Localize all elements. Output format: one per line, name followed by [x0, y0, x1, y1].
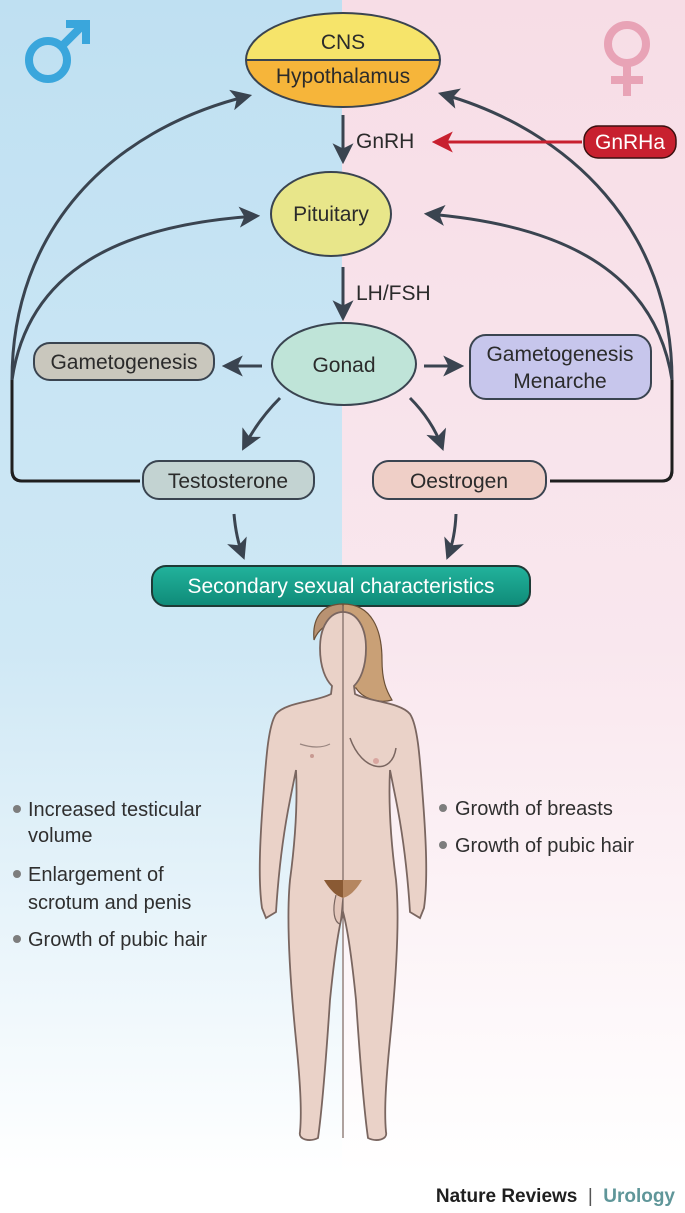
male-effect-2-line-1: Enlargement of — [28, 864, 164, 886]
cns-hypothalamus-node: CNS Hypothalamus — [245, 12, 441, 108]
body-illustration — [258, 603, 428, 1141]
male-effects-list: Increased testicular volume Enlargement … — [13, 799, 207, 951]
female-effects-list: Growth of breasts Growth of pubic hair — [439, 798, 634, 857]
gonad-label: Gonad — [312, 354, 375, 377]
testosterone-label: Testosterone — [168, 470, 288, 493]
lh-fsh-label: LH/FSH — [356, 282, 431, 305]
oestrogen-to-secondary-arrow — [444, 513, 464, 560]
cns-label: CNS — [321, 31, 365, 54]
menarche-label: Menarche — [513, 370, 606, 393]
secondary-label: Secondary sexual characteristics — [188, 575, 495, 598]
gametogenesis-male-node: Gametogenesis — [33, 342, 215, 381]
gonad-to-testosterone-arrow — [242, 396, 282, 451]
female-symbol-icon — [604, 21, 650, 96]
pituitary-node: Pituitary — [270, 171, 392, 257]
testosterone-to-secondary-arrow — [227, 513, 247, 560]
feedback-loop-right-inner — [423, 204, 674, 381]
gnrha-node: GnRHa — [583, 125, 677, 159]
male-symbol-icon — [25, 20, 90, 83]
pituitary-label: Pituitary — [293, 203, 369, 226]
gonad-node: Gonad — [271, 322, 417, 406]
feedback-loop-left-inner — [10, 206, 261, 381]
testosterone-node: Testosterone — [142, 460, 315, 500]
oestrogen-node: Oestrogen — [372, 460, 547, 500]
gametogenesis-menarche-female-node: Gametogenesis Menarche — [469, 334, 652, 400]
female-effect-2: Growth of pubic hair — [455, 835, 634, 857]
footer-journal: Urology — [603, 1186, 675, 1207]
gnrha-label: GnRHa — [595, 131, 665, 154]
gonad-to-oestrogen-arrow — [408, 396, 447, 451]
male-effect-3: Growth of pubic hair — [28, 929, 207, 951]
footer-separator: | — [588, 1186, 593, 1207]
gametogenesis-female-label: Gametogenesis — [486, 343, 633, 366]
svg-text:Nature Reviews | U: Nature Reviews | Urology — [436, 1186, 676, 1207]
footer-brand: Nature Reviews — [436, 1186, 578, 1207]
male-effect-2-line-2: scrotum and penis — [28, 892, 191, 914]
female-effect-1: Growth of breasts — [455, 798, 613, 820]
footer-credit: Nature Reviews | Urology — [436, 1186, 676, 1207]
male-effect-1-line-2: volume — [28, 825, 92, 847]
oestrogen-label: Oestrogen — [410, 470, 508, 493]
gametogenesis-male-label: Gametogenesis — [50, 351, 197, 374]
gnrh-label: GnRH — [356, 130, 414, 153]
secondary-sexual-characteristics-node: Secondary sexual characteristics — [151, 565, 531, 607]
male-effect-1-line-1: Increased testicular — [28, 799, 202, 821]
hypothalamus-label: Hypothalamus — [276, 65, 410, 88]
